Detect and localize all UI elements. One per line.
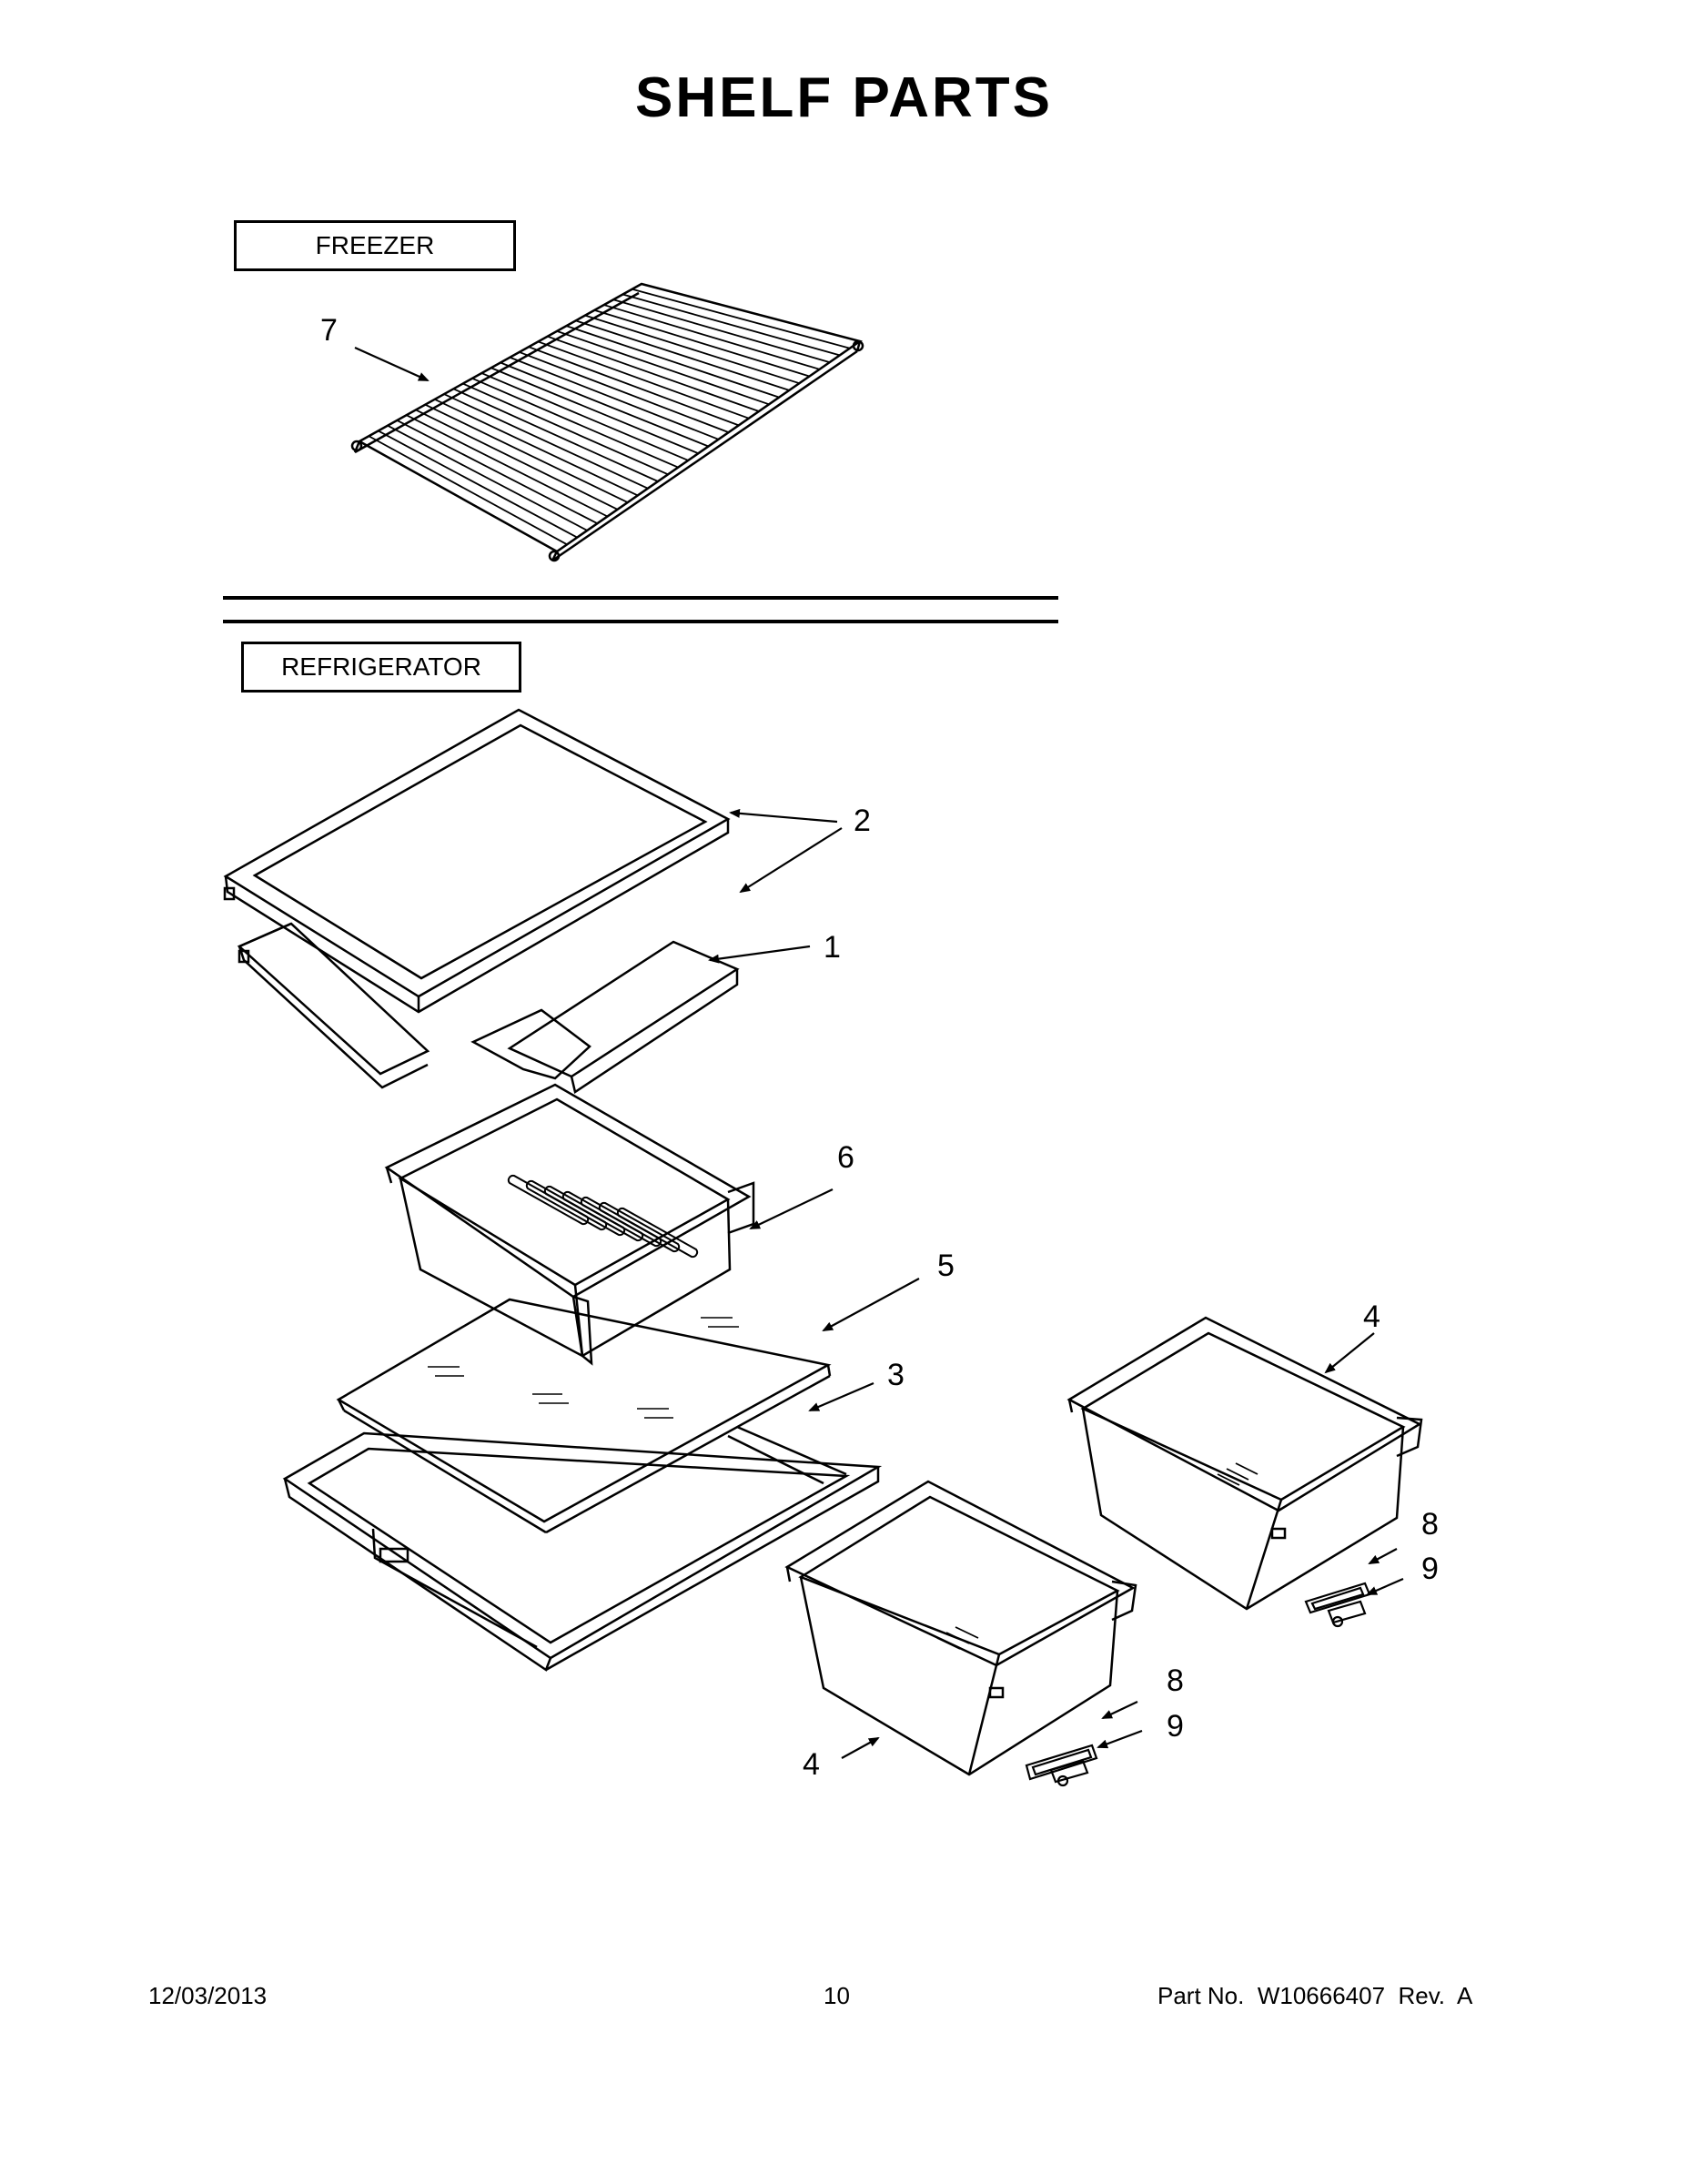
section-divider-bottom: [223, 620, 1058, 623]
freezer-section-label: FREEZER: [234, 220, 516, 271]
upper-crisper-drawer: [384, 1083, 755, 1366]
footer-date: 12/03/2013: [148, 1982, 268, 2009]
glass-shelf-assembly: [223, 708, 731, 1014]
callout-7: 7: [320, 313, 338, 348]
footer-page-number: 10: [824, 1982, 850, 2009]
callout-8-right: 8: [1421, 1507, 1439, 1542]
callout-5: 5: [937, 1249, 955, 1283]
crisper-cover-frame: [282, 1425, 883, 1672]
drawer-clip-left: [1049, 1759, 1089, 1787]
drawer-label-left: [1025, 1744, 1098, 1781]
callout-4-left: 4: [803, 1747, 820, 1782]
freezer-wire-shelf: [350, 282, 864, 562]
callout-2: 2: [854, 804, 871, 838]
callout-1: 1: [824, 930, 841, 965]
drawer-clip-right: [1327, 1600, 1367, 1628]
callout-6: 6: [837, 1140, 854, 1175]
footer-part-number: Part No. W10666407 Rev. A: [1157, 1982, 1473, 2009]
callout-9-right: 9: [1421, 1552, 1439, 1586]
refrigerator-section-label: REFRIGERATOR: [241, 642, 521, 693]
glass-panel: [336, 1298, 832, 1534]
crisper-drawer-left: [784, 1480, 1137, 1776]
section-divider-top: [223, 596, 1058, 600]
callout-8-left: 8: [1167, 1663, 1184, 1698]
shelf-frame: [237, 922, 740, 1095]
page-title: SHELF PARTS: [635, 66, 1053, 129]
callout-3: 3: [887, 1358, 905, 1392]
callout-9-left: 9: [1167, 1709, 1184, 1744]
callout-4-right: 4: [1363, 1299, 1380, 1334]
crisper-drawer-right: [1066, 1316, 1423, 1611]
